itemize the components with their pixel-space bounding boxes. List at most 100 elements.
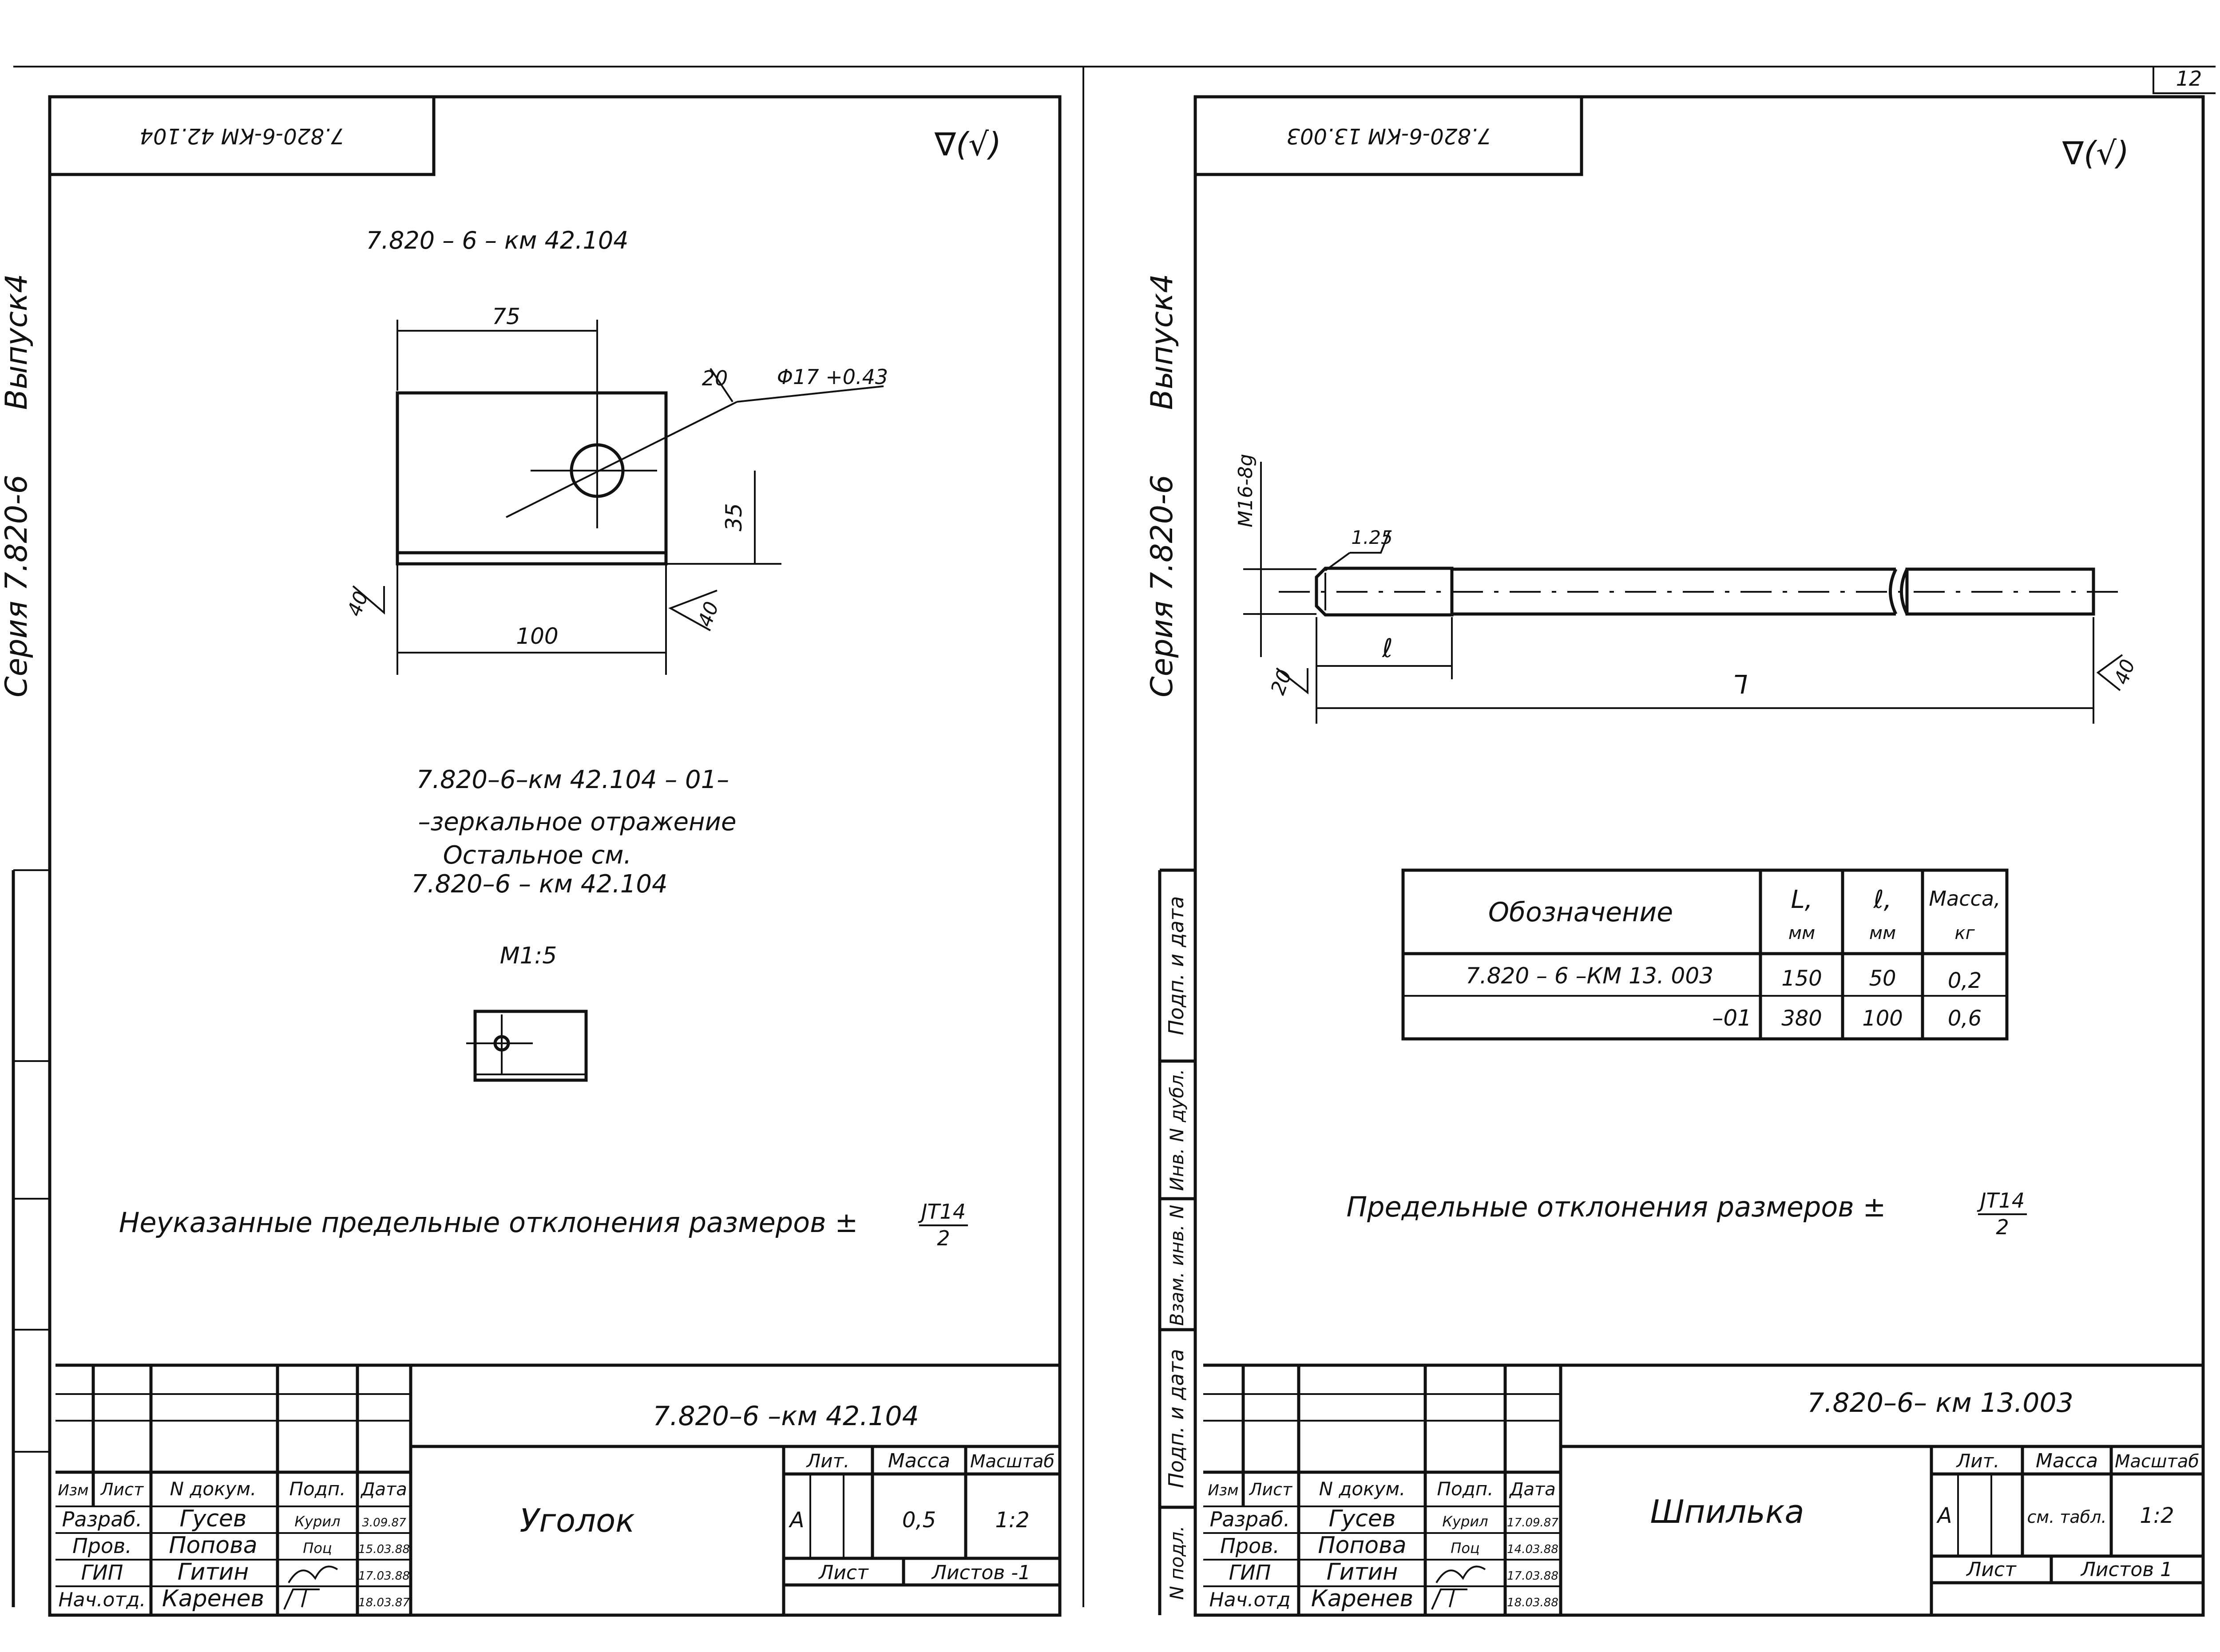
left-side-issue: Выпуск4 <box>0 274 34 410</box>
left-signature-3 <box>283 1589 320 1610</box>
left-tol-frac-bottom: 2 <box>937 1226 950 1250</box>
dim-75: 75 <box>492 304 520 329</box>
table-header-L-unit: мм <box>1788 923 1815 943</box>
left-date-2: 17.03.88 <box>358 1569 410 1583</box>
right-signature-3 <box>1431 1589 1467 1610</box>
left-corner-box <box>48 95 436 176</box>
dim-100: 100 <box>516 623 558 649</box>
right-part-name: Шпилька <box>1650 1493 1804 1530</box>
page-number-box <box>2153 67 2216 94</box>
mirror-note-4: 7.820–6 – км 42.104 <box>411 870 667 899</box>
right-col-izm: Изм <box>1208 1482 1238 1499</box>
left-scale-value: 1:2 <box>995 1508 1029 1533</box>
left-lit-value: А <box>789 1508 805 1533</box>
dim-edge-right: 40 <box>694 598 723 630</box>
right-signature-2 <box>1435 1565 1486 1584</box>
right-title-block: Изм Лист N докум. Подп. Дата Разраб. Гус… <box>1203 1363 2203 1615</box>
right-role-3: Нач.отд <box>1209 1589 1290 1611</box>
left-col-sign: Подп. <box>289 1478 345 1500</box>
dim-35: 35 <box>721 503 747 531</box>
mirror-note-3: Остальное см. <box>443 841 632 870</box>
dim-l-big: L <box>1733 669 1748 699</box>
dim-chamfer: 1.25 <box>1351 527 1393 548</box>
dim-angle-20: 20 <box>702 366 728 390</box>
left-part-title: 7.820 – 6 – км 42.104 <box>366 226 628 254</box>
mirror-note-1: 7.820–6–км 42.104 – 01– <box>416 765 729 794</box>
thumbnail-plate <box>473 1010 588 1082</box>
table-cell-r0c1: 150 <box>1781 966 1822 991</box>
stamp-n-podl: N подл. <box>1166 1525 1188 1600</box>
left-frame <box>48 95 1062 1617</box>
right-lit-value: А <box>1936 1503 1952 1528</box>
right-name-2: Гитин <box>1327 1559 1398 1585</box>
table-cell-r1c0: –01 <box>1712 1005 1752 1031</box>
right-role-2: ГИП <box>1229 1561 1271 1585</box>
stamp-inv-dubl: Инв. N дубл. <box>1166 1069 1188 1191</box>
dim-l-small: ℓ <box>1382 633 1393 663</box>
right-mass-label: Масса <box>2036 1450 2098 1472</box>
right-name-1: Попова <box>1318 1532 1406 1559</box>
table-cell-r1c3: 0,6 <box>1948 1006 1982 1031</box>
right-sheet: 7.820-6-КМ 13.003 ∇(√) Серия 7.820-6 Вып… <box>1145 95 2205 1617</box>
dim-thread: М16-8g <box>1234 454 1257 527</box>
left-signature-2 <box>288 1565 338 1584</box>
left-corner-code: 7.820-6-КМ 42.104 <box>139 123 344 148</box>
right-frame <box>1193 95 2205 1617</box>
table-cell-r0c3: 0,2 <box>1948 968 1982 993</box>
left-part-name: Уголок <box>519 1502 634 1539</box>
right-tol-frac-top: JT14 <box>1977 1188 2025 1212</box>
left-doc-code: 7.820–6 –км 42.104 <box>653 1401 919 1432</box>
left-col-list: Лист <box>100 1480 144 1499</box>
left-sign-1: Поц <box>303 1540 332 1557</box>
left-name-2: Гитин <box>178 1559 249 1585</box>
right-sheet-label: Лист <box>1966 1558 2017 1581</box>
left-scale-label: Масштаб <box>970 1451 1054 1472</box>
right-date-1: 14.03.88 <box>1507 1543 1558 1556</box>
right-doc-code: 7.820–6– км 13.003 <box>1807 1387 2073 1418</box>
dim-edge-left-r: 20 <box>1267 667 1296 698</box>
left-col-date: Дата <box>360 1479 407 1500</box>
left-role-2: ГИП <box>81 1561 123 1585</box>
left-role-1: Пров. <box>72 1534 132 1558</box>
left-role-0: Разраб. <box>62 1507 143 1531</box>
left-sheets-label: Листов -1 <box>931 1561 1031 1584</box>
table-header-mass: Масса, <box>1929 887 2000 911</box>
right-tol-frac-bottom: 2 <box>1996 1215 2009 1239</box>
right-col-date: Дата <box>1509 1479 1556 1500</box>
right-lit-label: Лит. <box>1956 1450 2000 1472</box>
right-date-2: 17.03.88 <box>1507 1569 1558 1583</box>
right-corner-box <box>1193 95 1583 176</box>
left-name-1: Попова <box>169 1532 257 1559</box>
left-date-3: 18.03.87 <box>358 1596 410 1609</box>
left-sheet-label: Лист <box>818 1561 869 1584</box>
left-title-block: Изм Лист N докум. Подп. Дата Разраб. Гус… <box>56 1363 1060 1615</box>
table-cell-r1c2: 100 <box>1862 1006 1903 1031</box>
left-name-3: Каренев <box>162 1585 264 1612</box>
right-side-series: Серия 7.820-6 <box>1145 475 1180 697</box>
left-date-1: 15.03.88 <box>358 1543 410 1556</box>
left-tol-frac-top: JT14 <box>918 1200 966 1224</box>
left-side-series: Серия 7.820-6 <box>0 475 34 697</box>
right-mass-value: см. табл. <box>2027 1507 2107 1527</box>
table-header-l-unit: мм <box>1869 923 1896 943</box>
right-role-1: Пров. <box>1220 1534 1280 1558</box>
table-cell-r1c1: 380 <box>1781 1006 1822 1031</box>
table-header-mass-unit: кг <box>1954 923 1975 943</box>
right-sign-1: Поц <box>1451 1540 1479 1557</box>
left-side-strip <box>12 869 50 1607</box>
hole-leader <box>506 401 737 518</box>
right-date-3: 18.03.88 <box>1507 1596 1558 1609</box>
right-roughness-mark: ∇(√) <box>2062 135 2129 172</box>
left-sign-0: Курил <box>294 1513 340 1530</box>
table-header-designation: Обозначение <box>1488 897 1673 928</box>
angle-plate-drawing: 75 20 Φ17 +0.43 35 100 40 40 <box>343 304 888 675</box>
left-sheet: 7.820-6-КМ 42.104 ∇(√) Серия 7.820-6 Вып… <box>0 95 1062 1617</box>
right-sheets-label: Листов 1 <box>2080 1558 2172 1581</box>
dim-hole: Φ17 +0.43 <box>777 365 888 389</box>
left-name-0: Гусев <box>180 1505 247 1532</box>
right-tolerance-note: Предельные отклонения размеров ± <box>1347 1191 1886 1223</box>
table-cell-r0c0: 7.820 – 6 –КМ 13. 003 <box>1466 963 1713 989</box>
right-col-sign: Подп. <box>1437 1478 1493 1500</box>
stud-drawing: М16-8g 1.25 ℓ L 20 40 <box>1234 454 2140 724</box>
scale-note: М1:5 <box>500 943 557 969</box>
